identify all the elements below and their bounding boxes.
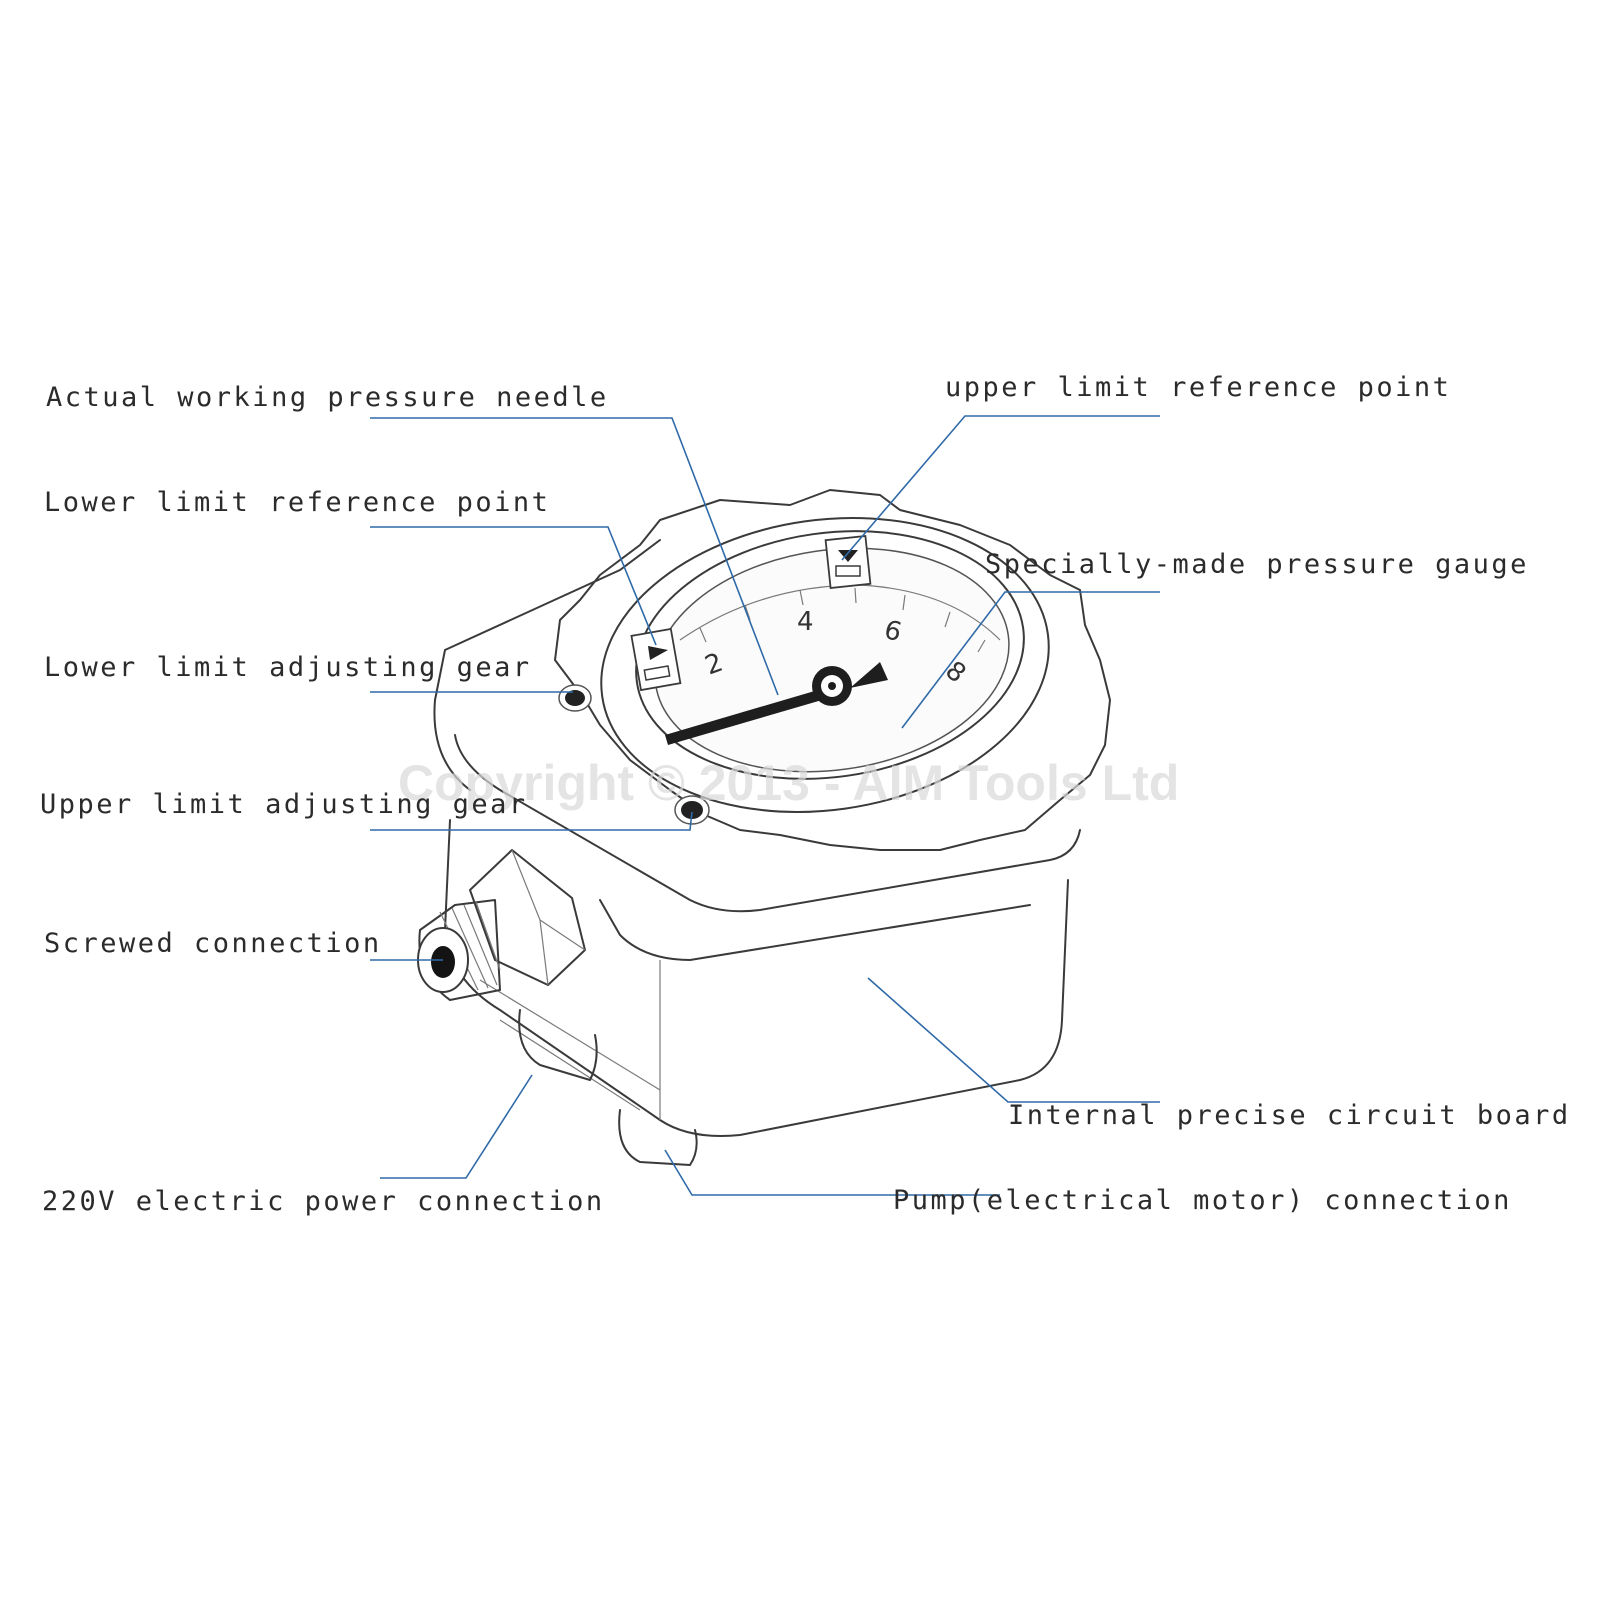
gauge-rim xyxy=(635,530,1025,780)
label-needle: Actual working pressure needle xyxy=(46,382,609,413)
pressure-needle xyxy=(665,662,888,745)
top-cover-left xyxy=(434,539,661,701)
top-cover-front xyxy=(433,699,471,791)
label-gauge: Specially-made pressure gauge xyxy=(985,549,1529,580)
upper-limit-gear xyxy=(674,795,710,825)
leader-upper-ref xyxy=(841,415,1160,561)
gauge-number-4: 4 xyxy=(797,607,814,637)
label-pump: Pump(electrical motor) connection xyxy=(893,1185,1512,1216)
label-lower-ref: Lower limit reference point xyxy=(44,487,550,518)
lower-limit-gear xyxy=(558,684,592,712)
leader-needle xyxy=(370,417,779,696)
outer-bezel xyxy=(554,489,1111,851)
leader-circuit xyxy=(867,977,1160,1103)
leader-pump xyxy=(664,1149,1000,1196)
housing-seam xyxy=(479,960,661,1120)
leader-upper-gear xyxy=(370,811,693,831)
screwed-connection-fitting xyxy=(417,849,586,1001)
label-circuit: Internal precise circuit board xyxy=(1008,1100,1571,1131)
leader-power xyxy=(380,1074,533,1179)
leader-lower-ref xyxy=(370,526,657,646)
label-lower-gear: Lower limit adjusting gear xyxy=(44,652,532,683)
power-connection-gland xyxy=(518,1009,598,1081)
copyright-watermark: Copyright © 2013 - AIM Tools Ltd xyxy=(398,755,1179,811)
bezel-ring xyxy=(600,517,1050,813)
gauge-scale-ticks xyxy=(699,587,986,653)
label-screwed: Screwed connection xyxy=(44,928,382,959)
label-upper-ref: upper limit reference point xyxy=(945,372,1451,403)
label-power: 220V electric power connection xyxy=(42,1186,605,1217)
label-upper-gear: Upper limit adjusting gear xyxy=(40,789,528,820)
lower-limit-marker xyxy=(630,627,682,692)
housing-top-edge xyxy=(454,734,1081,913)
leader-lines xyxy=(370,415,1160,1196)
leader-gauge xyxy=(901,591,1160,729)
lower-housing xyxy=(444,819,1069,1137)
pump-connection-gland xyxy=(618,1109,698,1166)
callout-labels: Actual working pressure needle upper lim… xyxy=(40,372,1571,1217)
housing-mid-edge xyxy=(599,899,1031,961)
gauge-number-6: 6 xyxy=(881,615,905,648)
upper-limit-marker xyxy=(824,535,872,589)
